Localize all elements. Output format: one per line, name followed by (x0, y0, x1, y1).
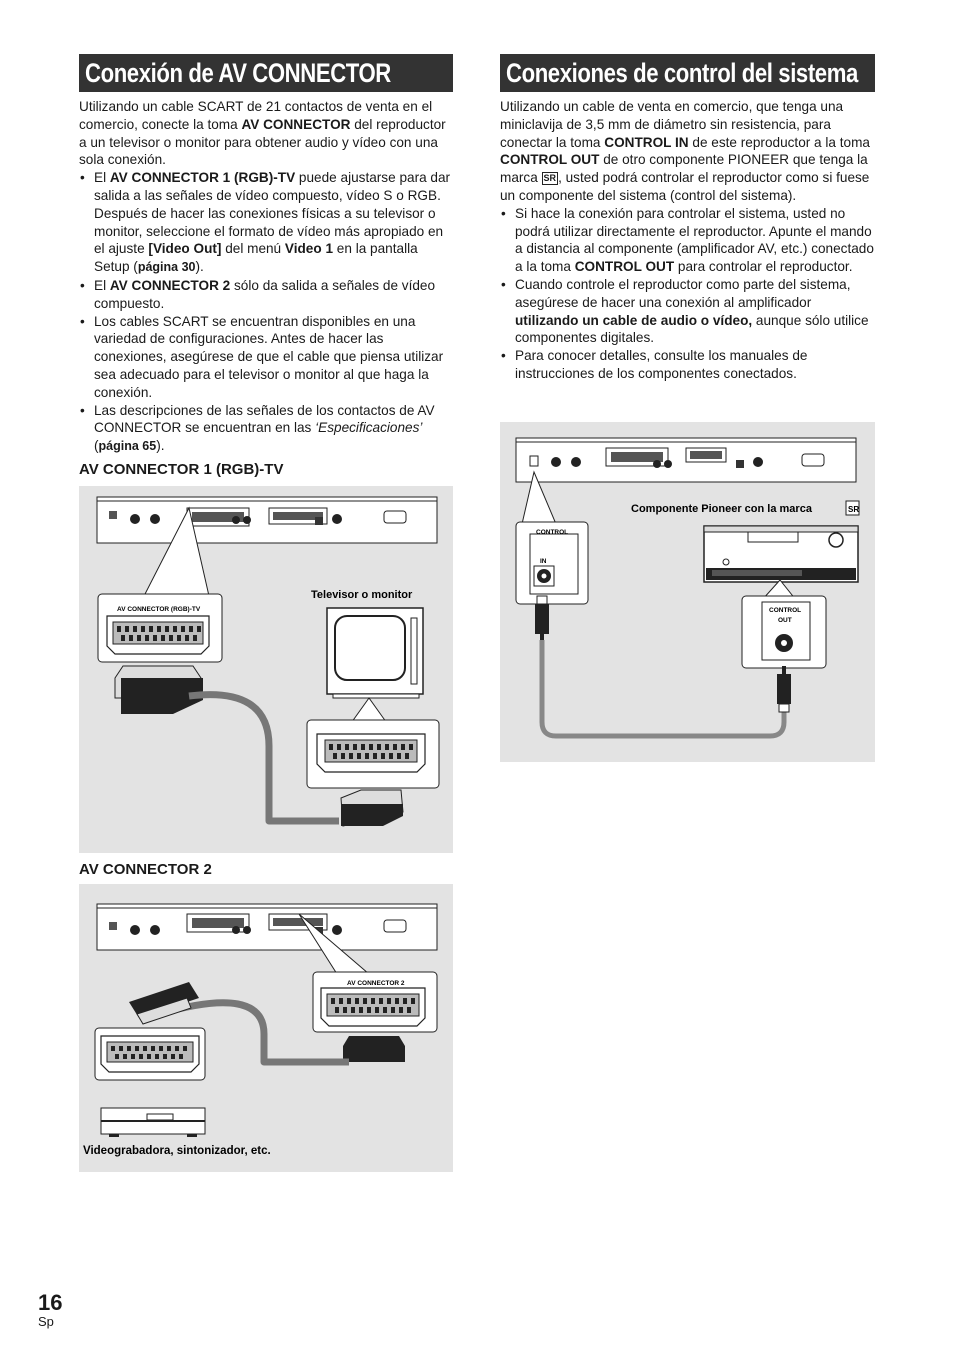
intro-paragraph: Utilizando un cable de venta en comercio… (500, 99, 870, 203)
fig2-heading: AV CONNECTOR 2 (79, 861, 212, 878)
right-column: Conexiones de control del sistema Utiliz… (500, 54, 875, 383)
player-rear-panel (515, 437, 857, 483)
control-out-label: CONTROL (769, 607, 801, 614)
page-number: 16 (38, 1290, 63, 1315)
list-item: Si hace la conexión para controlar el si… (500, 205, 875, 276)
diagram-av-connector-2: AV CONNECTOR 2 Videograbadora, sintoniza… (83, 903, 438, 1157)
sr-mark-icon: SR (541, 172, 559, 186)
left-column: Conexión de AV CONNECTOR Utilizando un c… (79, 54, 453, 456)
bullet-list: Si hace la conexión para controlar el si… (500, 205, 875, 383)
figure-av-connector-2: AV CONNECTOR 2 Videograbadora, sintoniza… (79, 884, 453, 1172)
av-connector-2-label: AV CONNECTOR 2 (347, 980, 405, 987)
system-control-text: Utilizando un cable de venta en comercio… (500, 98, 875, 383)
section-title-system-control: Conexiones de control del sistema (500, 54, 875, 92)
list-item: El AV CONNECTOR 2 sólo da salida a señal… (79, 277, 453, 313)
control-in-label: CONTROL (536, 529, 568, 536)
bullet-list: El AV CONNECTOR 1 (RGB)-TV puede ajustar… (79, 169, 453, 456)
tv-monitor (326, 607, 424, 699)
list-item: Los cables SCART se encuentran disponibl… (79, 313, 453, 402)
list-item: Cuando controle el reproductor como part… (500, 276, 875, 347)
vcr-label: Videograbadora, sintonizador, etc. (83, 1145, 271, 1157)
diagram-av-connector-1: AV CONNECTOR (RGB)-TV Televisor o monito… (96, 496, 440, 827)
list-item: Las descripciones de las señales de los … (79, 402, 453, 456)
in-label: IN (540, 558, 547, 565)
fig1-heading: AV CONNECTOR 1 (RGB)-TV (79, 461, 284, 478)
figure-av-connector-1: AV CONNECTOR (RGB)-TV Televisor o monito… (79, 486, 453, 853)
section-title-av-connector: Conexión de AV CONNECTOR (79, 54, 453, 92)
out-label: OUT (778, 617, 792, 624)
intro-paragraph: Utilizando un cable SCART de 21 contacto… (79, 99, 446, 168)
list-item: Para conocer detalles, consulte los manu… (500, 347, 875, 383)
sr-mark-icon: SR (848, 505, 859, 514)
list-item: El AV CONNECTOR 1 (RGB)-TV puede ajustar… (79, 169, 453, 277)
pioneer-component-label: Componente Pioneer con la marca (631, 503, 813, 515)
tv-label: Televisor o monitor (311, 589, 413, 601)
av-connector-text: Utilizando un cable SCART de 21 contacto… (79, 98, 453, 456)
vcr-device (100, 1107, 206, 1137)
diagram-system-control: CONTROL IN Componente Pioneer con la mar… (515, 437, 860, 739)
av-amplifier (703, 525, 859, 583)
language-code: Sp (38, 1314, 54, 1329)
av-connector-1-label: AV CONNECTOR (RGB)-TV (117, 606, 201, 613)
player-rear-panel (96, 903, 438, 951)
player-rear-panel (96, 496, 438, 544)
figure-system-control: CONTROL IN Componente Pioneer con la mar… (500, 422, 875, 762)
